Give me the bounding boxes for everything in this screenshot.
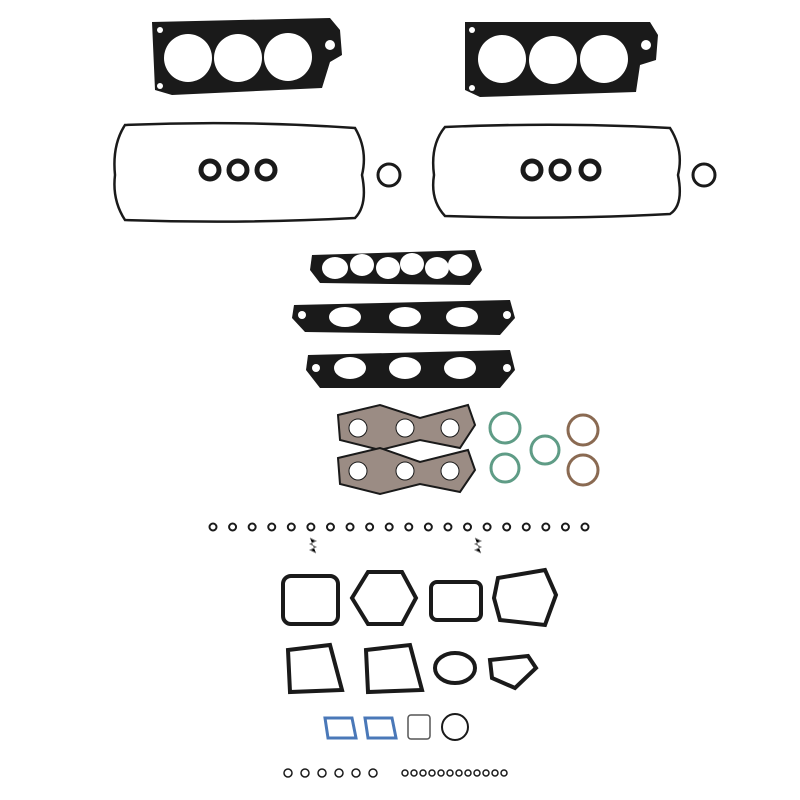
valve-seal <box>502 522 512 532</box>
o-ring <box>441 713 469 741</box>
misc-gasket <box>281 574 340 626</box>
valve-seal <box>443 522 453 532</box>
small-oring <box>464 769 472 777</box>
valve-seal <box>325 522 335 532</box>
cam-seals <box>376 162 717 188</box>
small-oring <box>368 768 378 778</box>
small-orings-row <box>283 768 508 778</box>
green-ring <box>488 411 522 445</box>
springs <box>308 537 483 554</box>
misc-gasket <box>363 642 425 695</box>
small-oring <box>473 769 481 777</box>
misc-gasket <box>285 642 345 695</box>
small-oring <box>482 769 490 777</box>
head-gasket-right <box>465 22 658 97</box>
valve-seal <box>541 522 551 532</box>
valve-seals-row <box>208 522 590 532</box>
valve-cover-gasket-left <box>113 121 366 223</box>
small-oring <box>491 769 499 777</box>
small-oring <box>419 769 427 777</box>
valve-seal <box>384 522 394 532</box>
head-gasket-left <box>152 18 342 95</box>
valve-seal <box>521 522 531 532</box>
valve-seal <box>423 522 433 532</box>
valve-seal <box>560 522 570 532</box>
blue-gasket <box>363 716 398 740</box>
small-oring <box>446 769 454 777</box>
green-ring <box>529 434 561 466</box>
intake-gasket-upper <box>310 250 482 285</box>
small-oring <box>500 769 508 777</box>
valve-cover-gasket-right <box>431 123 681 219</box>
blue-gasket <box>323 716 358 740</box>
misc-gasket <box>429 580 483 622</box>
misc-gasket <box>433 651 477 685</box>
valve-seal <box>228 522 238 532</box>
valve-seal <box>208 522 218 532</box>
valve-seal <box>365 522 375 532</box>
intake-gasket-middle <box>292 300 515 335</box>
small-oring <box>428 769 436 777</box>
small-oring <box>317 768 327 778</box>
misc-gasket <box>487 653 539 691</box>
valve-seal <box>482 522 492 532</box>
brown-ring <box>566 453 600 487</box>
valve-seal <box>404 522 414 532</box>
small-oring <box>437 769 445 777</box>
green-ring <box>489 452 521 484</box>
valve-seal <box>345 522 355 532</box>
spark-plug-tube-seals <box>198 158 602 182</box>
small-oring <box>455 769 463 777</box>
intake-gasket-lower <box>306 350 515 388</box>
valve-seal <box>580 522 590 532</box>
misc-gasket <box>491 567 559 628</box>
valve-seal <box>267 522 277 532</box>
valve-seal <box>286 522 296 532</box>
small-oring <box>283 768 293 778</box>
small-oring <box>401 769 409 777</box>
small-oring <box>351 768 361 778</box>
small-oring <box>334 768 344 778</box>
valve-seal <box>306 522 316 532</box>
valve-seal <box>247 522 257 532</box>
small-oring <box>410 769 418 777</box>
misc-gasket <box>349 570 419 626</box>
misc-gasket <box>407 714 431 740</box>
small-oring <box>300 768 310 778</box>
valve-seal <box>463 522 473 532</box>
brown-ring <box>566 413 600 447</box>
